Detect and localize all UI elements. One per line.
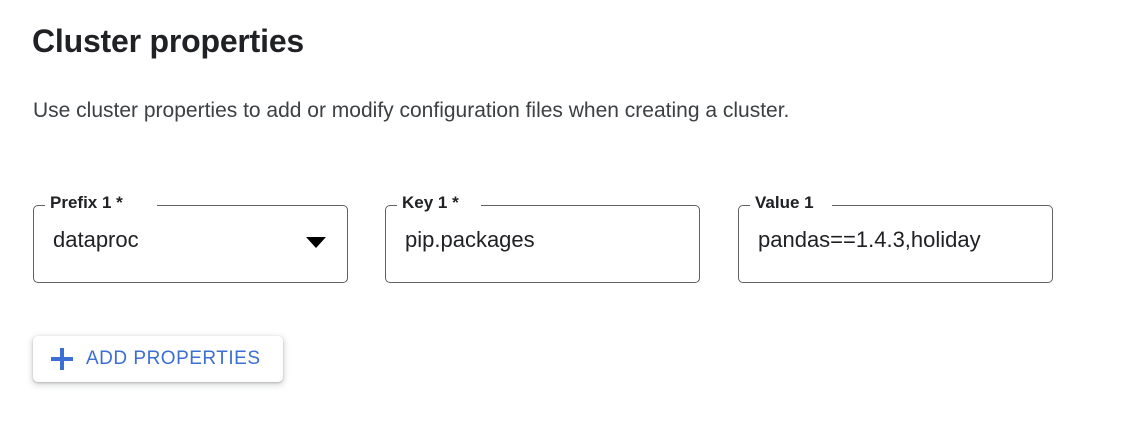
field-label-notch [397, 204, 481, 206]
key-1-label: Key 1 * [402, 193, 459, 212]
page-title: Cluster properties [32, 23, 305, 59]
field-label-notch [750, 204, 832, 206]
chevron-down-icon[interactable] [306, 237, 326, 248]
value-1-field[interactable]: Value 1 pandas==1.4.3,holiday [738, 193, 1053, 283]
add-properties-button[interactable]: ADD PROPERTIES [33, 336, 283, 382]
add-properties-label: ADD PROPERTIES [86, 348, 261, 369]
plus-icon [51, 348, 73, 370]
properties-row: Prefix 1 * dataproc Key 1 * pip.packages… [33, 193, 1093, 285]
value-1-label: Value 1 [755, 193, 814, 212]
value-1-value[interactable]: pandas==1.4.3,holiday [758, 227, 981, 252]
prefix-1-label: Prefix 1 * [50, 193, 123, 212]
prefix-1-field[interactable]: Prefix 1 * dataproc [33, 193, 348, 283]
key-1-field[interactable]: Key 1 * pip.packages [385, 193, 700, 283]
field-label-notch [45, 204, 157, 206]
key-1-value[interactable]: pip.packages [405, 227, 535, 252]
page-description: Use cluster properties to add or modify … [33, 99, 790, 122]
prefix-1-value[interactable]: dataproc [53, 227, 139, 252]
